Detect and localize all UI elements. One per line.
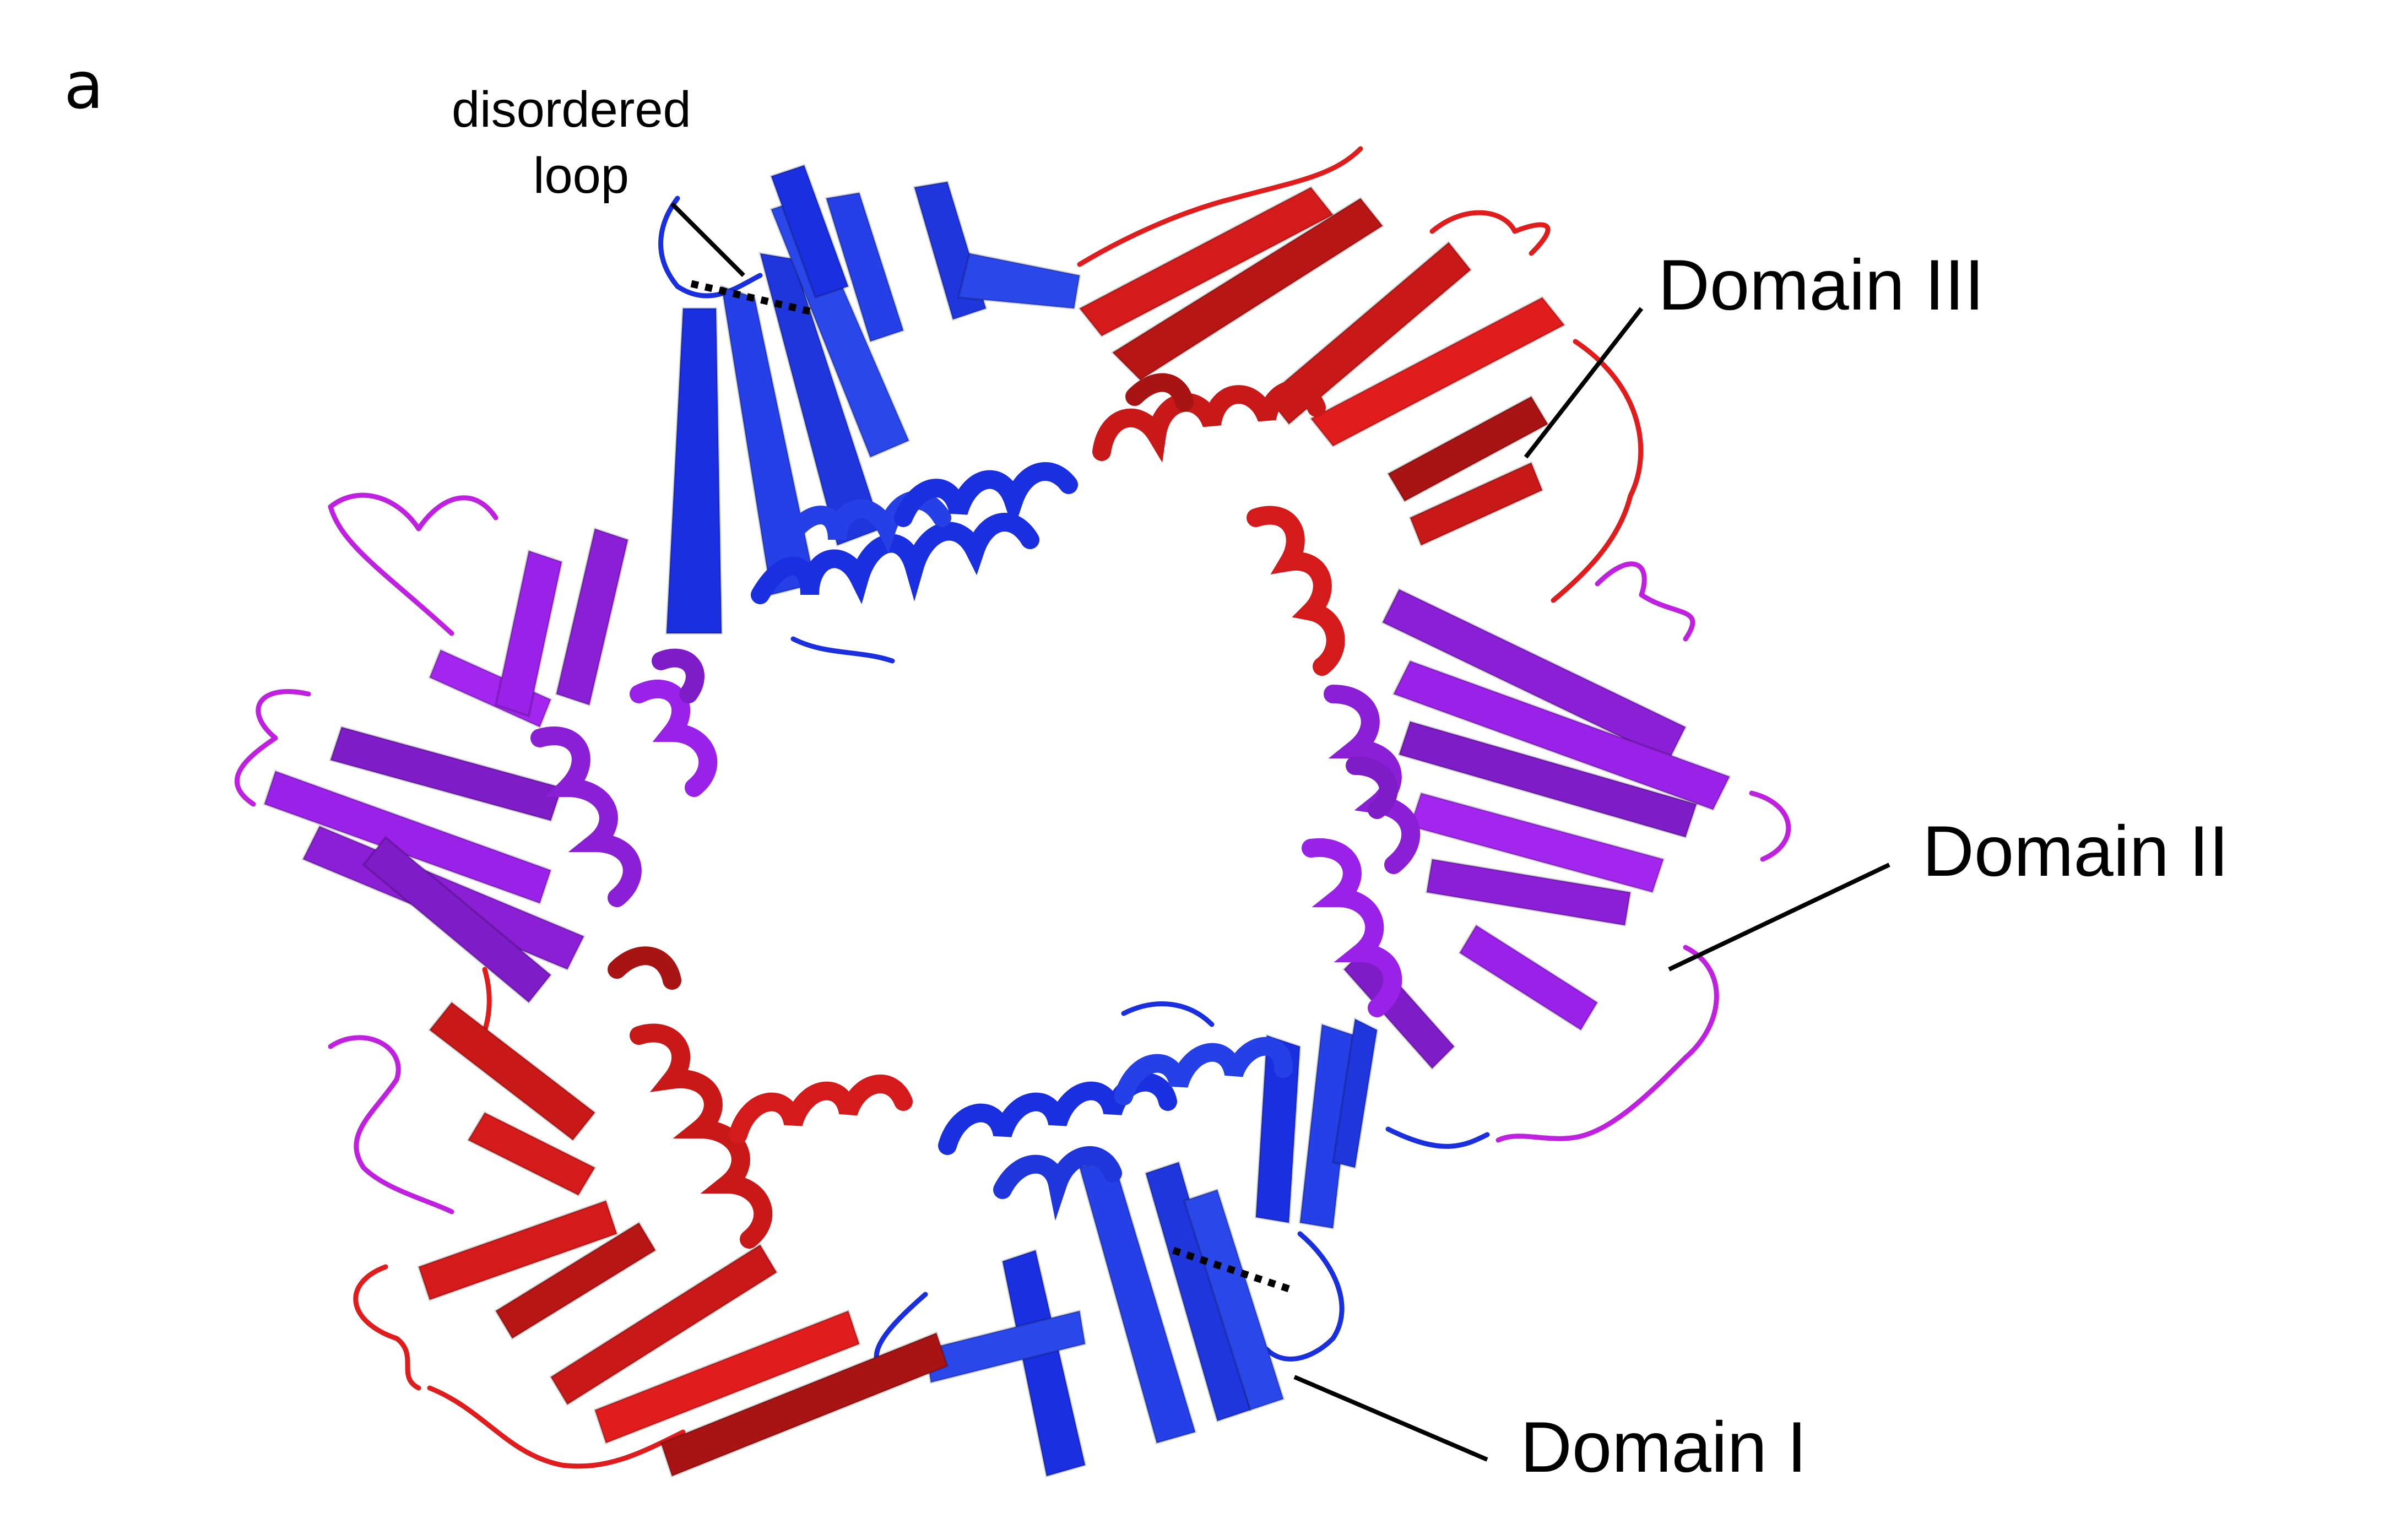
panel-label: a [64,47,104,123]
domain-i-leader [1293,1375,1488,1462]
domain-ii-leader [1668,863,1890,972]
domain-iii-label: Domain III [1658,245,1984,325]
domain-ii-left-subunit [263,527,718,1004]
domain-i-label: Domain I [1520,1407,1807,1487]
disordered-loop-label-line1: disordered [452,82,691,138]
disordered-loop-leader [670,202,745,277]
disordered-loop-marker-bottom [1172,1246,1291,1293]
domain-iii-top-subunit [1077,186,1567,676]
coil-loops [234,146,1791,1469]
domain-i-bottom-subunit [924,1017,1379,1478]
disordered-loop-marker-top [690,280,811,315]
domain-i-top-subunit [665,164,1081,635]
protein-ring-ribbon [234,146,1791,1478]
domain-ii-right-subunit [1302,588,1731,1070]
disordered-loop-label-line2: loop [533,148,629,204]
domain-ii-label: Domain II [1922,811,2229,891]
domain-iii-bottom-subunit [417,946,949,1478]
domain-iii-leader [1524,307,1644,459]
